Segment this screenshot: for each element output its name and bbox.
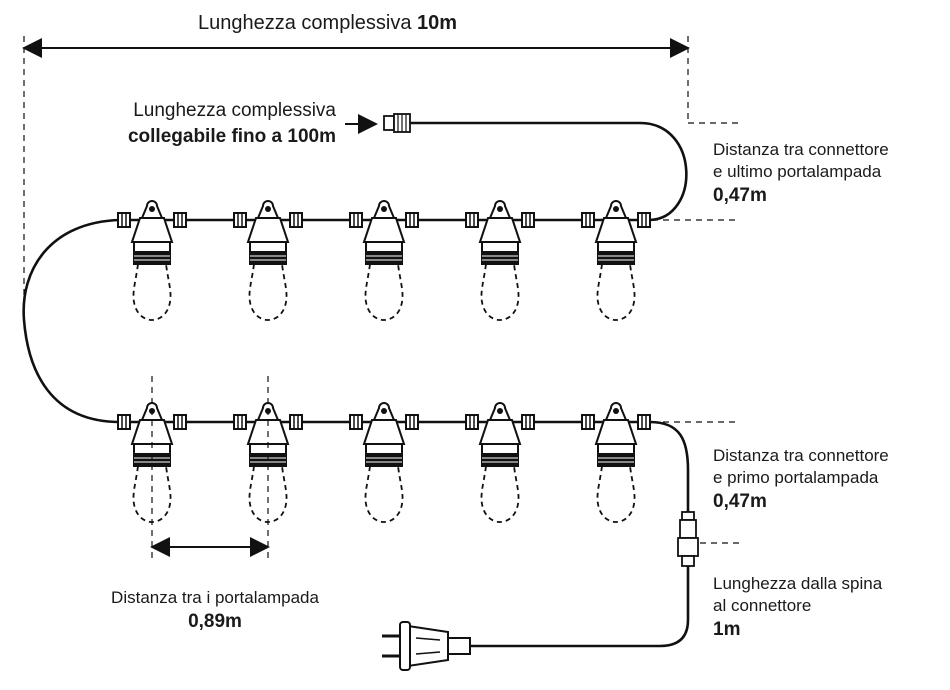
total-length-label: Lunghezza complessiva 10m xyxy=(198,12,458,34)
cable xyxy=(22,121,690,648)
plug-length-label: Lunghezza dalla spina al connettore 1m xyxy=(713,574,883,640)
bulb-icon xyxy=(465,200,535,321)
bulb-icon xyxy=(581,402,651,523)
top-connector-icon xyxy=(383,113,411,133)
bulb-icon xyxy=(349,402,419,523)
bulb-icon xyxy=(465,402,535,523)
bulb-icon xyxy=(349,200,419,321)
connectable-label: Lunghezza complessiva collegabile fino a… xyxy=(127,100,336,147)
bulb-icon xyxy=(233,200,303,321)
last-holder-label: Distanza tra connettore e ultimo portala… xyxy=(713,140,889,206)
bulb-icon xyxy=(117,200,187,321)
inline-connector-icon xyxy=(677,511,699,567)
first-holder-label: Distanza tra connettore e primo portalam… xyxy=(713,446,889,512)
plug-icon xyxy=(382,621,471,671)
bulb-icon xyxy=(581,200,651,321)
spacing-label: Distanza tra i portalampada 0,89m xyxy=(111,588,319,632)
